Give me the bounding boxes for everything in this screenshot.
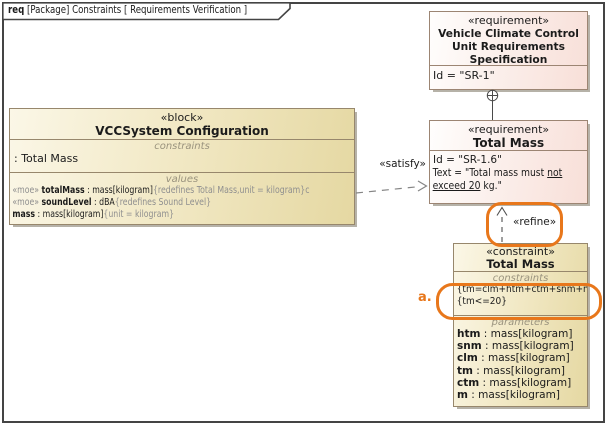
constraints-compartment-label: constraints <box>492 273 549 284</box>
requirement-name: Total Mass <box>472 136 545 150</box>
constraint-parameters-compartment: parameters htm : mass[kilogram] snm : ma… <box>454 316 587 401</box>
requirement-body-compartment: Id = "SR-1.6" Text = "Total mass must no… <box>430 151 587 193</box>
constraint-expression: {tm=clm+htm+ctm+snm+m} <box>456 284 587 295</box>
parameter-name: clm <box>457 352 478 365</box>
arrowhead-icon <box>417 180 428 192</box>
requirement-text-line: Text = "Total mass must not <box>430 167 568 180</box>
constraint-total-mass[interactable]: «constraint» Total Mass constraints {tm=… <box>453 243 588 407</box>
requirement-id: Id = "SR-1.6" <box>433 154 502 166</box>
parameter-name: snm <box>457 340 482 353</box>
diagram-frame-title: req [Package] Constraints [ Requirements… <box>8 4 247 16</box>
value-modifier: {unit = kilogram} <box>103 209 175 220</box>
parameter-type: : mass[kilogram] <box>480 328 573 340</box>
block-stereotype: «block» <box>160 111 204 124</box>
moe-stereotype: «moe» <box>12 185 42 196</box>
moe-stereotype: «moe» <box>12 197 42 208</box>
parameter-type: : mass[kilogram] <box>472 364 565 377</box>
parameters-compartment-label: parameters <box>491 317 550 328</box>
parameter-htm: htm : mass[kilogram] <box>454 328 587 340</box>
parameter-type: : mass[kilogram] <box>479 376 572 389</box>
parameter-clm: clm : mass[kilogram] <box>454 352 587 364</box>
value-type: : dBA <box>91 197 115 208</box>
parameter-m: m : mass[kilogram] <box>454 389 587 401</box>
refine-label[interactable]: «refine» <box>513 216 557 228</box>
requirement-text-underlined: exceed 20 <box>432 180 481 192</box>
block-values-compartment: values «moe» totalMass : mass[kilogram]{… <box>10 173 354 225</box>
constraints-compartment-label: constraints <box>154 141 210 152</box>
value-name: totalMass <box>41 185 85 196</box>
requirement-id-compartment: Id = "SR-1" <box>430 66 587 82</box>
parameter-ctm: ctm : mass[kilogram] <box>454 377 587 389</box>
value-property-soundlevel: «moe» soundLevel : dBA{redefines Sound L… <box>10 197 278 209</box>
block-vccsystem-configuration[interactable]: «block» VCCSystem Configuration constrai… <box>9 108 355 225</box>
requirement-id: Id = "SR-1" <box>433 69 495 82</box>
requirement-stereotype: «requirement» <box>467 123 550 136</box>
constraint-constraints-compartment: constraints {tm=clm+htm+ctm+snm+m} {tm<=… <box>454 272 587 316</box>
satisfy-label[interactable]: «satisfy» <box>379 158 426 170</box>
block-name: VCCSystem Configuration <box>95 124 269 138</box>
requirement-name-line: Unit Requirements <box>451 40 565 53</box>
frame-kind-keyword: req <box>8 4 25 16</box>
value-property-mass: mass : mass[kilogram]{unit = kilogram} <box>10 209 278 221</box>
value-type: : mass[kilogram] <box>35 209 104 220</box>
requirement-name-compartment: «requirement» Total Mass <box>430 121 587 151</box>
parameter-snm: snm : mass[kilogram] <box>454 340 587 352</box>
value-modifier: {redefines Total Mass,unit = kilogram}c <box>152 185 310 196</box>
value-modifier: {redefines Sound Level} <box>114 197 212 208</box>
requirement-total-mass[interactable]: «requirement» Total Mass Id = "SR-1.6" T… <box>429 120 588 204</box>
constraint-name-compartment: «constraint» Total Mass <box>454 244 587 272</box>
requirement-text: Text = "Total mass must <box>432 167 548 179</box>
frame-title-text: [Package] Constraints [ Requirements Ver… <box>24 4 248 16</box>
parameter-name: htm <box>457 328 481 340</box>
requirement-text-underlined: not <box>547 167 563 179</box>
constraint-name: Total Mass <box>486 257 555 271</box>
parameter-name: tm <box>457 364 473 377</box>
containment-connector[interactable] <box>486 89 499 120</box>
block-name-compartment: «block» VCCSystem Configuration <box>10 109 354 140</box>
parameter-name: ctm <box>457 376 480 389</box>
requirement-vehicle-climate-control-spec[interactable]: «requirement» Vehicle Climate Control Un… <box>429 11 588 90</box>
requirement-name-line: Specification <box>469 53 548 66</box>
block-constraint-item: : Total Mass <box>14 152 79 165</box>
requirement-stereotype: «requirement» <box>467 14 550 27</box>
value-property-totalmass: «moe» totalMass : mass[kilogram]{redefin… <box>10 185 309 197</box>
block-constraints-compartment: constraints : Total Mass <box>10 140 354 173</box>
parameter-name: m <box>457 389 468 402</box>
value-name: mass <box>12 209 36 220</box>
parameter-type: : mass[kilogram] <box>467 389 560 402</box>
parameter-tm: tm : mass[kilogram] <box>454 365 587 377</box>
values-compartment-label: values <box>165 174 199 185</box>
constraint-stereotype: «constraint» <box>486 245 555 258</box>
requirement-name-compartment: «requirement» Vehicle Climate Control Un… <box>430 12 587 66</box>
parameter-type: : mass[kilogram] <box>481 340 574 353</box>
value-type: : mass[kilogram] <box>84 185 153 196</box>
value-name: soundLevel <box>41 197 92 208</box>
constraint-expression: {tm<=20} <box>456 296 507 307</box>
requirement-text: kg." <box>480 180 502 192</box>
requirement-text-line: exceed 20 kg." <box>430 180 568 193</box>
annotation-marker-a: a. <box>418 290 432 305</box>
requirement-name-line: Vehicle Climate Control <box>438 27 579 40</box>
parameter-type: : mass[kilogram] <box>477 352 570 365</box>
satisfy-dependency-arrow[interactable] <box>355 180 428 194</box>
